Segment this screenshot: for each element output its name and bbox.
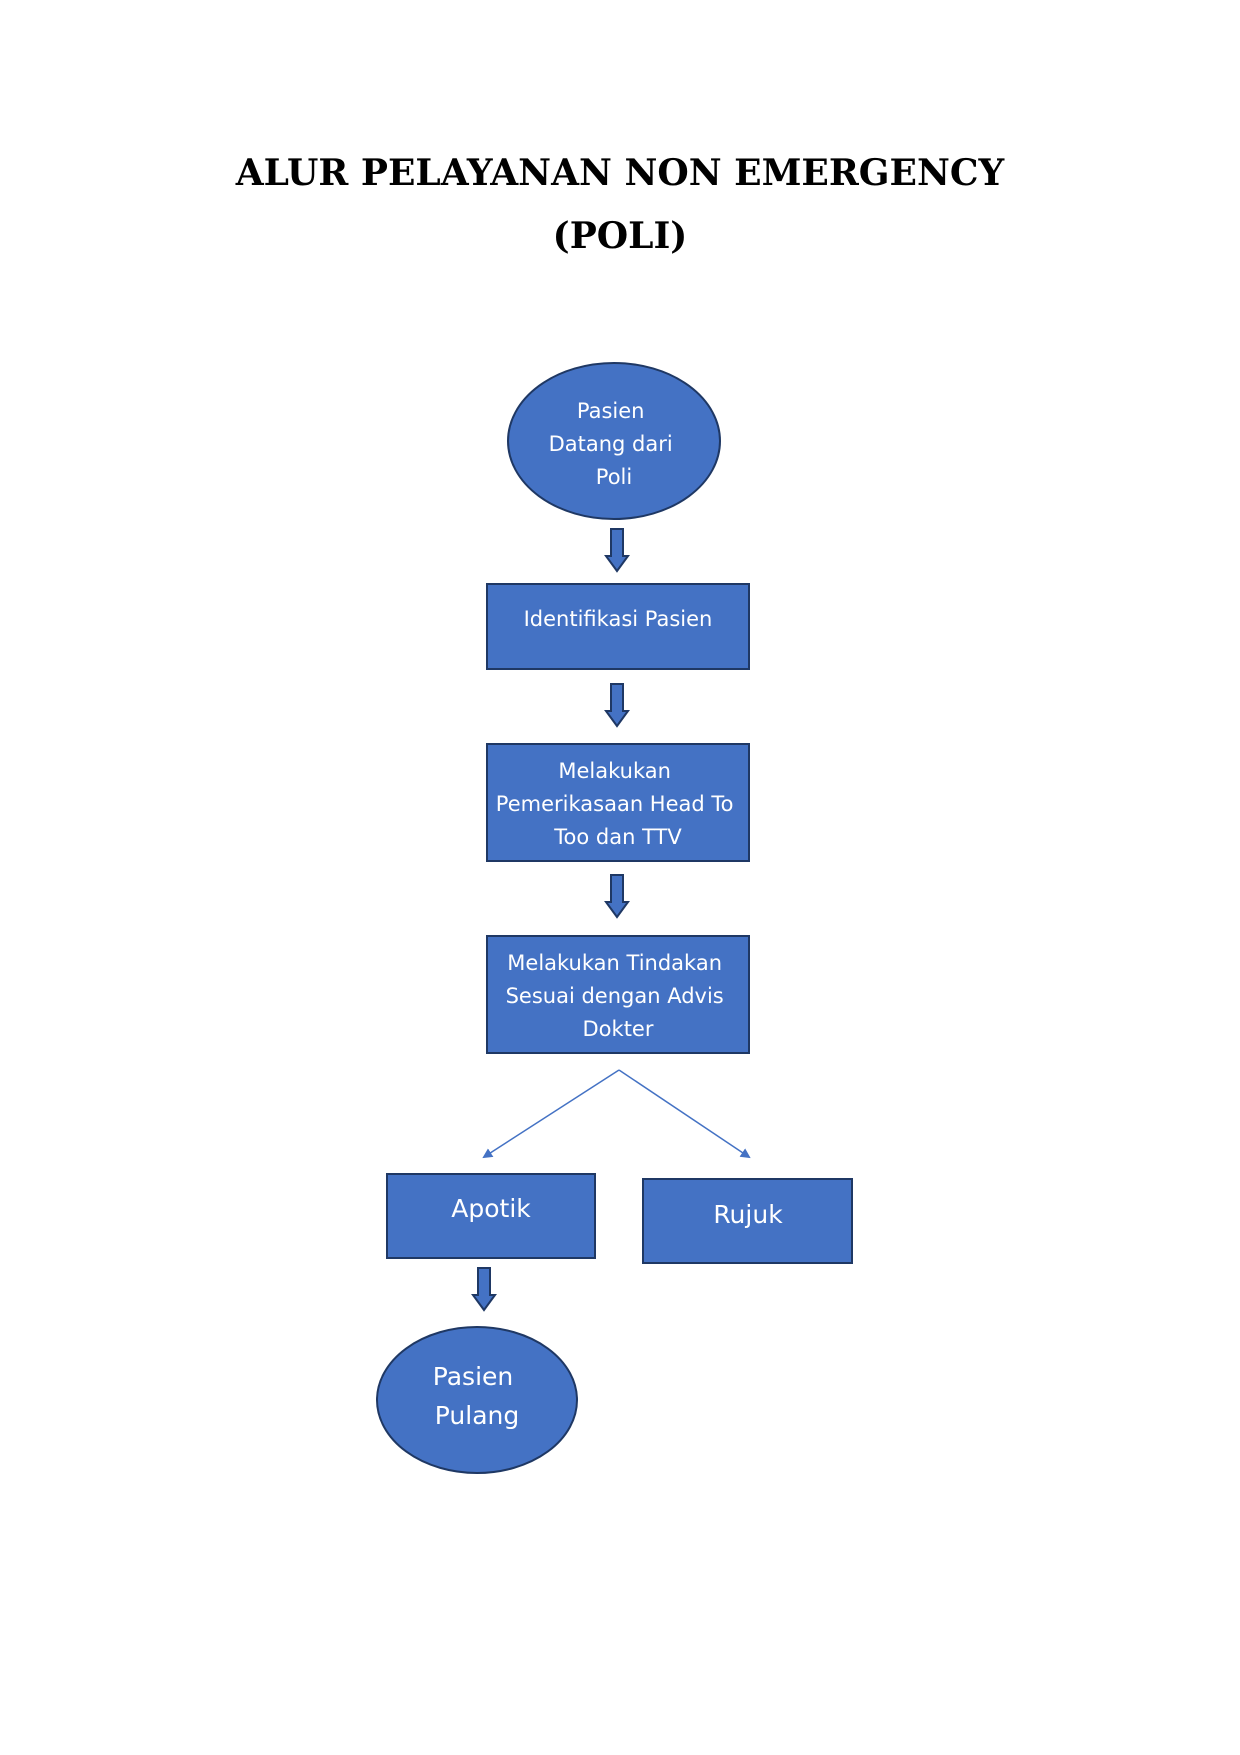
node-pemeriksaan-line3: Too dan TTV <box>553 825 682 849</box>
node-tindakan-line2: Sesuai dengan Advis <box>506 984 724 1008</box>
node-start-text: Pasien Datang dari Poli <box>549 399 680 489</box>
node-pulang-text: Pasien Pulang <box>433 1362 521 1430</box>
node-identifikasi-text: Identifikasi Pasien <box>524 607 713 631</box>
diagram-title-line1: ALUR PELAYANAN NON EMERGENCY <box>235 152 1005 194</box>
node-pulang-line1: Pasien <box>433 1362 513 1391</box>
node-rujuk-text: Rujuk <box>713 1200 783 1229</box>
node-start-line3: Poli <box>596 465 632 489</box>
node-rujuk-line1: Rujuk <box>713 1200 783 1229</box>
node-start-line2: Datang dari <box>549 432 673 456</box>
node-pemeriksaan-text: Melakukan Pemerikasaan Head To Too dan T… <box>496 759 740 849</box>
node-identifikasi-line1: Identifikasi Pasien <box>524 607 713 631</box>
node-pulang-line2: Pulang <box>435 1401 519 1430</box>
node-pemeriksaan-line2: Pemerikasaan Head To <box>496 792 734 816</box>
node-apotik-box: Apotik <box>386 1173 596 1259</box>
node-pemeriksaan-line1: Melakukan <box>558 759 671 783</box>
node-tindakan-box: Melakukan Tindakan Sesuai dengan Advis D… <box>486 935 750 1054</box>
block-arrow-3 <box>604 874 630 919</box>
node-tindakan-line1: Melakukan Tindakan <box>507 951 722 975</box>
node-apotik-text: Apotik <box>451 1194 531 1223</box>
block-arrow-2 <box>604 683 630 728</box>
connector-to-apotik <box>482 1069 620 1159</box>
node-apotik-line1: Apotik <box>451 1194 531 1223</box>
node-start-line1: Pasien <box>577 399 645 423</box>
node-tindakan-text: Melakukan Tindakan Sesuai dengan Advis D… <box>506 951 731 1041</box>
block-arrow-4 <box>471 1267 497 1312</box>
node-tindakan-line3: Dokter <box>583 1017 654 1041</box>
node-rujuk-box: Rujuk <box>642 1178 853 1264</box>
node-identifikasi-box: Identifikasi Pasien <box>486 583 750 670</box>
block-arrow-1 <box>604 528 630 573</box>
node-pemeriksaan-box: Melakukan Pemerikasaan Head To Too dan T… <box>486 743 750 862</box>
connector-to-rujuk <box>618 1069 751 1159</box>
diagram-title-line2: (POLI) <box>552 215 688 257</box>
node-pulang-ellipse: Pasien Pulang <box>376 1326 578 1474</box>
node-start-ellipse: Pasien Datang dari Poli <box>507 362 721 520</box>
